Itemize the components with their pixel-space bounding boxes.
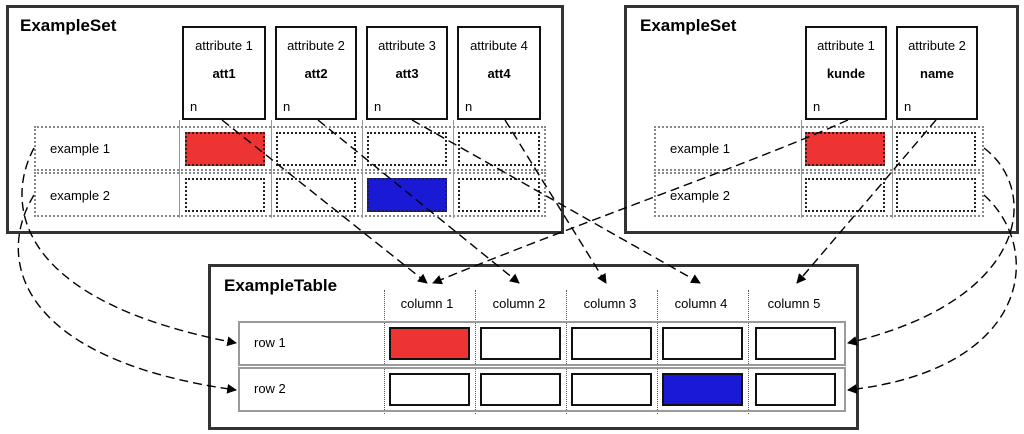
table-cell-r1-c3 [571, 327, 652, 360]
attribute-label: attribute 4 [470, 38, 528, 53]
left-cell-e2-a4 [458, 178, 540, 212]
left-cell-e1-a2 [276, 132, 356, 166]
column-5-label: column 5 [767, 296, 821, 311]
left-cell-e2-a3-blue [367, 178, 447, 212]
right-example-2-label: example 2 [670, 188, 730, 203]
column-4-label: column 4 [674, 296, 728, 311]
left-example-1-label: example 1 [50, 141, 110, 156]
table-row-2 [238, 367, 846, 412]
attribute-label: attribute 2 [287, 38, 345, 53]
column-divider [657, 290, 658, 414]
column-3-label: column 3 [583, 296, 637, 311]
attribute-name: att3 [395, 66, 419, 81]
left-exampleset-title: ExampleSet [20, 16, 117, 35]
left-cell-e1-a4 [458, 132, 540, 166]
left-cell-e1-a1-red [185, 132, 265, 166]
table-cell-r1-c4 [662, 327, 743, 360]
left-cell-e2-a1 [185, 178, 265, 212]
attribute-name: kunde [826, 66, 866, 81]
attribute-type: n [283, 99, 291, 114]
right-cell-e2-a2 [896, 178, 976, 212]
table-cell-r1-c1-red [389, 327, 470, 360]
table-cell-r2-c5 [755, 373, 836, 406]
left-attribute-3-header: attribute 3 att3 n [366, 26, 448, 120]
attribute-name: name [920, 66, 954, 81]
attribute-label: attribute 1 [195, 38, 253, 53]
table-cell-r2-c1 [389, 373, 470, 406]
attribute-name: att2 [304, 66, 328, 81]
column-divider [179, 120, 180, 218]
table-cell-r1-c2 [480, 327, 561, 360]
attribute-type: n [465, 99, 473, 114]
right-cell-e2-a1 [805, 178, 885, 212]
left-example-2-label: example 2 [50, 188, 110, 203]
column-divider [566, 290, 567, 414]
row-1-label: row 1 [254, 335, 286, 350]
table-row-1 [238, 321, 846, 366]
column-divider [453, 120, 454, 218]
column-divider [362, 120, 363, 218]
column-divider [271, 120, 272, 218]
right-example-1-label: example 1 [670, 141, 730, 156]
right-exampleset-title: ExampleSet [640, 16, 737, 35]
left-cell-e2-a2 [276, 178, 356, 212]
column-divider [892, 120, 893, 218]
attribute-label: attribute 2 [908, 38, 966, 53]
row-2-label: row 2 [254, 381, 286, 396]
right-cell-e1-a2 [896, 132, 976, 166]
right-attribute-2-header: attribute 2 name n [896, 26, 978, 120]
attribute-label: attribute 3 [378, 38, 436, 53]
attribute-type: n [374, 99, 382, 114]
left-attribute-2-header: attribute 2 att2 n [275, 26, 357, 120]
table-cell-r2-c4-blue [662, 373, 743, 406]
attribute-type: n [190, 99, 198, 114]
left-cell-e1-a3 [367, 132, 447, 166]
attribute-name: att1 [212, 66, 236, 81]
table-cell-r2-c2 [480, 373, 561, 406]
right-attribute-1-header: attribute 1 kunde n [805, 26, 887, 120]
column-divider [748, 290, 749, 414]
left-attribute-1-header: attribute 1 att1 n [182, 26, 266, 120]
attribute-type: n [904, 99, 912, 114]
column-1-label: column 1 [400, 296, 454, 311]
column-divider [801, 120, 802, 218]
left-attribute-4-header: attribute 4 att4 n [457, 26, 541, 120]
column-divider [384, 290, 385, 414]
attribute-name: att4 [487, 66, 511, 81]
attribute-type: n [813, 99, 821, 114]
attribute-label: attribute 1 [817, 38, 875, 53]
table-cell-r1-c5 [755, 327, 836, 360]
column-2-label: column 2 [492, 296, 546, 311]
table-cell-r2-c3 [571, 373, 652, 406]
right-cell-e1-a1-red [805, 132, 885, 166]
column-divider [475, 290, 476, 414]
exampletable-title: ExampleTable [224, 276, 338, 295]
